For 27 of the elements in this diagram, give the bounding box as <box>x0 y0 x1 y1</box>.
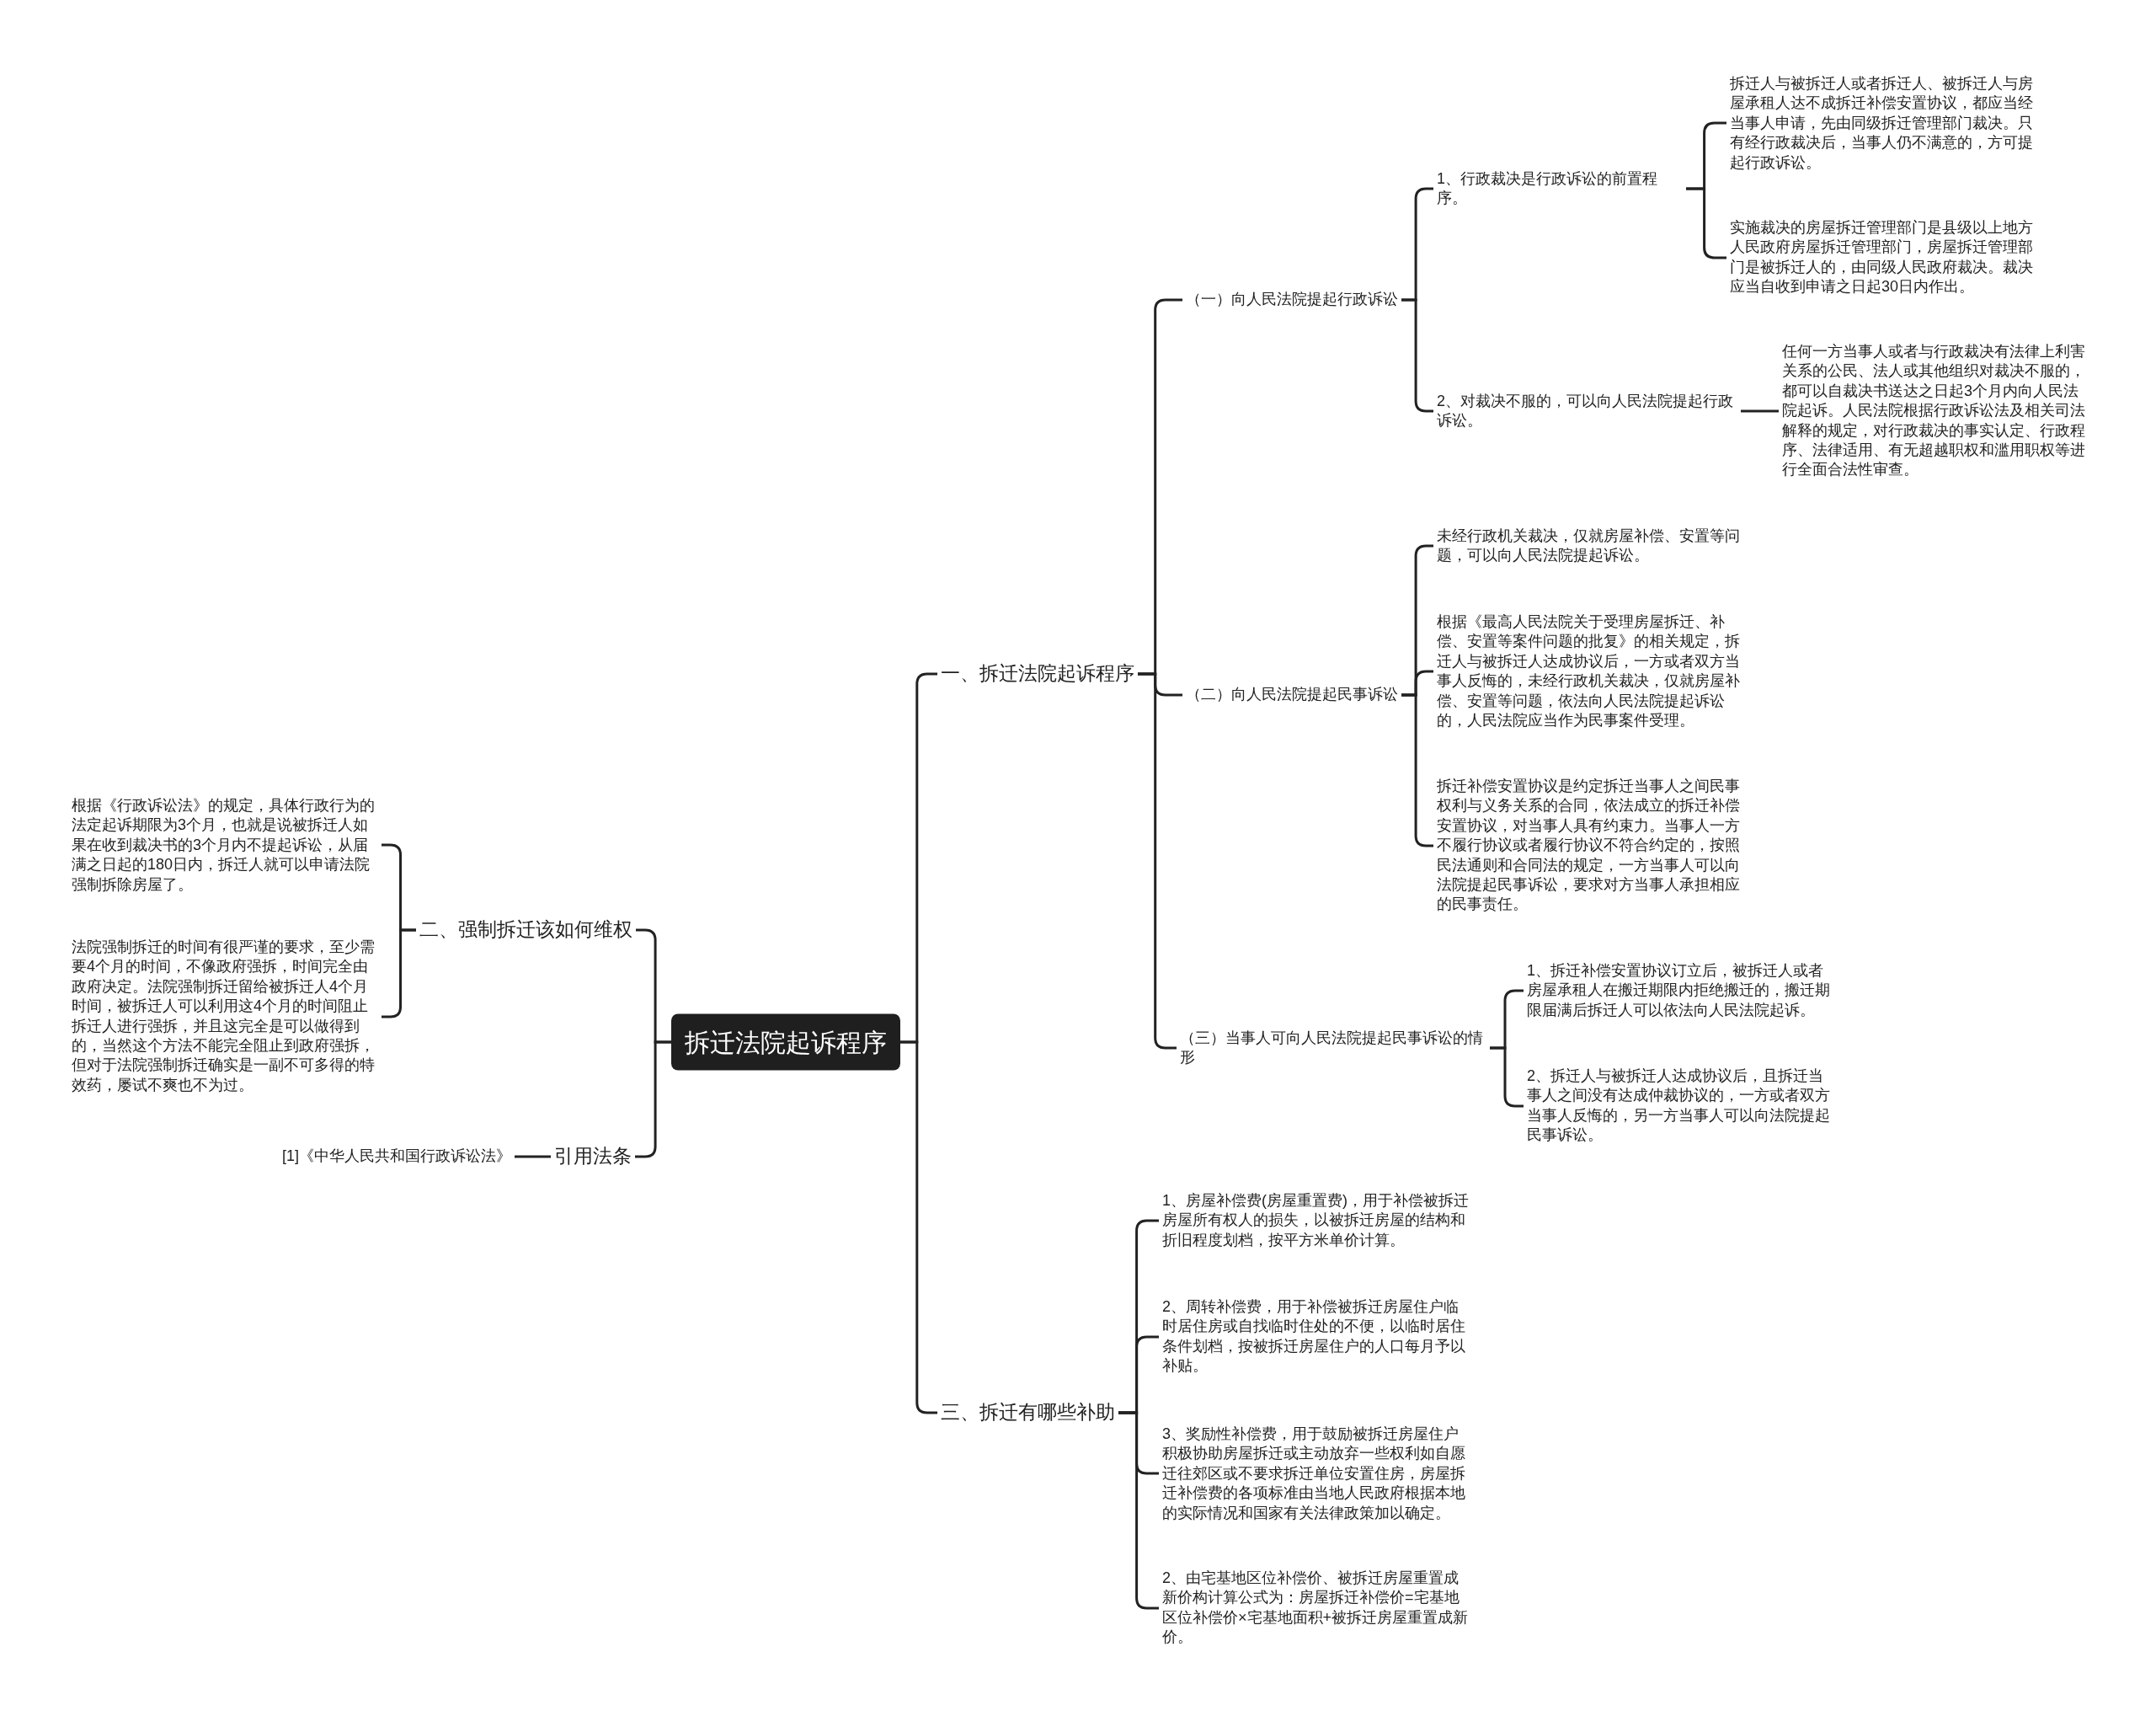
detail-text: 未经行政机关裁决，仅就房屋补偿、安置等问题，可以向人民法院提起诉讼。 <box>1433 523 1747 569</box>
subtopic-text: （二）向人民法院提起民事诉讼 <box>1182 682 1401 708</box>
detail-text: 3、奖励性补偿费，用于鼓励被拆迁房屋住户积极协助房屋拆迁或主动放弃一些权利如自愿迁往郊区或不要求拆迁单位安置住房，房屋拆迁补偿费的各项标准由当地人民政府根据本地的实际情况和国家有关法律政策加以确定。 <box>1159 1421 1472 1526</box>
detail-text: 2、拆迁人与被拆迁人达成协议后，且拆迁当事人之间没有达成仲裁协议的，一方或者双方当事人反悔的，另一方当事人可以向法院提起民事诉讼。 <box>1524 1064 1837 1148</box>
detail-text: 拆迁人与被拆迁人或者拆迁人、被拆迁人与房屋承租人达不成拆迁补偿安置协议，都应当经当事人申请，先由同级拆迁管理部门裁决。只有经行政裁决后，当事人仍不满意的，方可提起行政诉讼。 <box>1726 71 2040 175</box>
detail-text: 1、房屋补偿费(房屋重置费)，用于补偿被拆迁房屋所有权人的损失，以被拆迁房屋的结构和折旧程度划档，按平方米单价计算。 <box>1159 1188 1472 1254</box>
detail-text: 实施裁决的房屋拆迁管理部门是县级以上地方人民政府房屋拆迁管理部门，房屋拆迁管理部门是被拆迁人的，由同级人民政府裁决。裁决应当自收到申请之日起30日内作出。 <box>1726 216 2040 300</box>
detail-text: 2、由宅基地区位补偿价、被拆迁房屋重置成新价构计算公式为：房屋拆迁补偿价=宅基地区位补偿价×宅基地面积+被拆迁房屋重置成新价。 <box>1159 1566 1472 1650</box>
subtopic-text: （三）当事人可向人民法院提起民事诉讼的情形 <box>1177 1025 1490 1071</box>
central-topic: 拆迁法院起诉程序 <box>671 1013 900 1071</box>
detail-text: 1、拆迁补偿安置协议订立后，被拆迁人或者房屋承租人在搬迁期限内拒绝搬迁的，搬迁期限届满后拆迁人可以依法向人民法院起诉。 <box>1524 958 1837 1024</box>
branch-topic: 一、拆迁法院起诉程序 <box>937 659 1138 689</box>
detail-text: 任何一方当事人或者与行政裁决有法律上利害关系的公民、法人或其他组织对裁决不服的，都可以自裁决书送达之日起3个月内向人民法院起诉。人民法院根据行政诉讼法及相关司法解释的规定，对行政裁决的事实认定、行政程序、法律适用、有无超越职权和滥用职权等进行全面合法性审查。 <box>1779 339 2092 483</box>
branch-topic: 二、强制拆迁该如何维权 <box>416 915 636 945</box>
connector-line <box>515 1155 551 1158</box>
connector-line <box>1741 409 1779 413</box>
detail-text: 法院强制拆迁的时间有很严谨的要求，至少需要4个月的时间，不像政府强拆，时间完全由政府决定。法院强制拆迁留给被拆迁人4个月时间，被拆迁人可以利用这4个月的时间阻止拆迁人进行强拆，并且这完全是可以做得到的，当然这个方法不能完全阻止到政府强拆，但对于法院强制拆迁确实是一副不可多得的特效药，屡试不爽也不为过。 <box>68 935 382 1099</box>
detail-text: 根据《最高人民法院关于受理房屋拆迁、补偿、安置等案件问题的批复》的相关规定，拆迁人与被拆迁人达成协议后，一方或者双方当事人反悔的，未经行政机关裁决，仅就房屋补偿、安置等问题，依法向人民法院提起诉讼的，人民法院应当作为民事案件受理。 <box>1433 609 1747 734</box>
detail-text: 2、周转补偿费，用于补偿被拆迁房屋住户临时居住房或自找临时住处的不便，以临时居住条件划档，按被拆迁房屋住户的人口每月予以补贴。 <box>1159 1295 1472 1379</box>
branch-topic: 三、拆迁有哪些补助 <box>937 1398 1118 1428</box>
subtopic-text: 1、行政裁决是行政诉讼的前置程序。 <box>1433 166 1686 211</box>
detail-text: 根据《行政诉讼法》的规定，具体行政行为的法定起诉期限为3个月，也就是说被拆迁人如果在收到裁决书的3个月内不提起诉讼，从届满之日起的180日内，拆迁人就可以申请法院强制拆除房屋了。 <box>68 793 382 897</box>
subtopic-text: 2、对裁决不服的，可以向人民法院提起行政诉讼。 <box>1433 388 1741 434</box>
subtopic-text: （一）向人民法院提起行政诉讼 <box>1182 287 1401 313</box>
detail-text: [1]《中华人民共和国行政诉讼法》 <box>279 1144 515 1169</box>
branch-topic: 引用法条 <box>551 1141 635 1172</box>
detail-text: 拆迁补偿安置协议是约定拆迁当事人之间民事权利与义务关系的合同，依法成立的拆迁补偿安置协议，对当事人具有约束力。当事人一方不履行协议或者履行协议不符合约定的，按照民法通则和合同法的规定，一方当事人可以向法院提起民事诉讼，要求对方当事人承担相应的民事责任。 <box>1433 774 1747 917</box>
